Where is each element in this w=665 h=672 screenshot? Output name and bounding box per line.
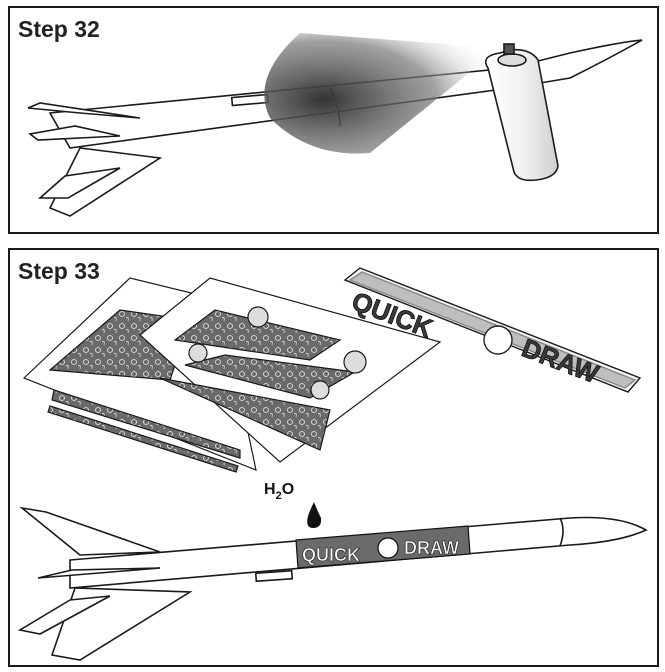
spray-mist xyxy=(264,33,500,154)
decal-application-illustration: QUICK DRAW H2O QUICK DRAW xyxy=(17,267,648,661)
rocket-draw-text: DRAW xyxy=(404,538,459,558)
water-drop: H2O xyxy=(264,481,322,528)
rocket-quick-draw-decal: QUICK DRAW xyxy=(295,525,471,569)
step-33-title: Step 33 xyxy=(18,258,100,284)
step-33-panel: Step 33 xyxy=(8,248,659,667)
spray-can xyxy=(484,43,559,182)
step-32-title: Step 32 xyxy=(18,16,100,42)
rocket-quick-text: QUICK xyxy=(302,545,360,565)
rocket-body-33 xyxy=(17,506,648,661)
spray-paint-illustration xyxy=(27,33,643,217)
water-h: H xyxy=(264,481,276,498)
step-32-panel: Step 32 xyxy=(8,6,659,234)
quick-draw-banner-decal: QUICK DRAW xyxy=(343,267,642,393)
decal-sheet-2 xyxy=(139,277,442,463)
water-subscript: 2 xyxy=(276,490,282,502)
water-o: O xyxy=(282,481,294,498)
banner-draw-text: DRAW xyxy=(518,333,603,390)
svg-text:H2O: H2O xyxy=(264,481,294,502)
